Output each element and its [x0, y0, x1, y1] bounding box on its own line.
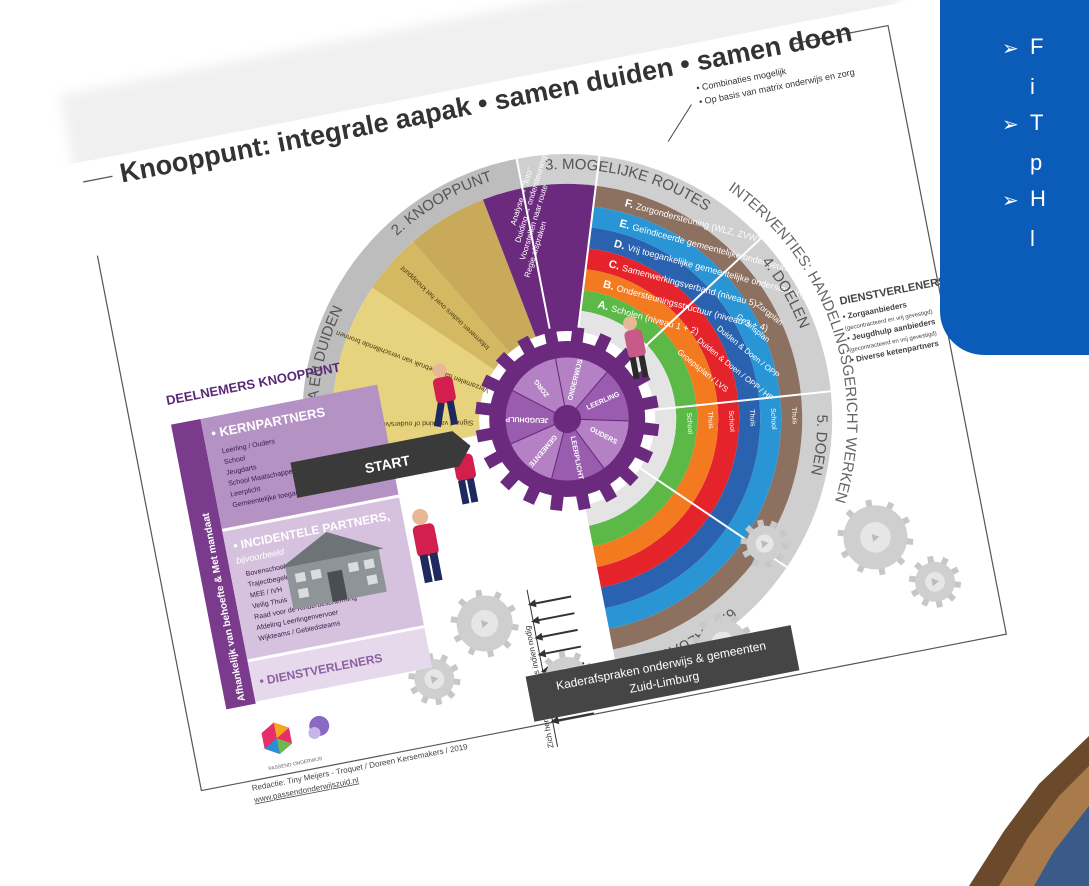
evaluation-arrow	[556, 712, 595, 722]
route-ring-d	[588, 227, 761, 609]
poster: Knooppunt: integrale aapak • samen duide…	[40, 0, 1054, 838]
route-ring-c	[585, 248, 740, 588]
school-building-icon	[280, 532, 387, 610]
gear-icon	[740, 519, 789, 568]
student-figure-icon	[412, 508, 443, 584]
route-letter: B.	[602, 278, 619, 293]
data-item-0: Signaal van kind of ouders/voorziene par…	[330, 419, 473, 428]
data-sector-top	[413, 199, 536, 353]
doen-item-0: Thuis	[790, 407, 798, 425]
blue-line-6: l	[1030, 226, 1035, 251]
route-letter: C.	[607, 258, 624, 273]
segment-divider-2	[576, 155, 601, 332]
knooppunt-sector	[482, 184, 596, 337]
doen-item-5: School	[685, 412, 693, 434]
gear-tooth	[543, 327, 559, 346]
evaluation-arrow	[543, 645, 582, 655]
kern-item-1: School	[224, 455, 247, 466]
gear-icon	[837, 499, 914, 576]
poster-frame	[96, 24, 1008, 792]
route-letter: D.	[613, 238, 630, 253]
gear-hub	[553, 404, 582, 433]
blue-line-5: H	[1030, 186, 1046, 211]
gear-tooth	[475, 427, 494, 443]
process-wheel: F. Zorgondersteuning (WLZ, ZVW)E. Geïndi…	[280, 127, 962, 749]
blue-line-3: T	[1030, 110, 1044, 135]
evaluation-arrow	[540, 628, 578, 639]
arrow-right-icon: ➢	[1002, 112, 1019, 136]
segment-divider-3	[630, 237, 762, 360]
blue-line-4: p	[1030, 150, 1043, 175]
route-ring-a	[580, 289, 698, 547]
corner-photo-fragment	[969, 736, 1089, 886]
route-ring-e	[590, 206, 782, 630]
gear-tooth	[550, 493, 564, 512]
doen-item-1: School	[769, 408, 777, 430]
arrow-right-icon: ➢	[1002, 36, 1019, 60]
start-banner	[290, 431, 471, 498]
guide-figure-icon	[623, 316, 649, 380]
doen-item-2: Thuis	[748, 409, 756, 427]
gear-tooth	[475, 401, 493, 416]
gear-tooth	[641, 422, 660, 437]
gear-slice-6	[511, 357, 568, 420]
blue-line-1: F	[1030, 34, 1044, 59]
blue-line-2: i	[1030, 74, 1035, 99]
segment-divider-4	[654, 390, 831, 411]
gear-tooth	[575, 492, 591, 511]
evaluation-arrow	[536, 612, 575, 622]
gear-icon	[450, 589, 519, 658]
gear-tooth	[640, 395, 659, 411]
deelnemers-side-bar	[171, 418, 256, 710]
route-letter: E.	[618, 218, 634, 233]
passend-onderwijs-logo	[261, 715, 330, 754]
routes-note-pointer	[667, 104, 692, 142]
dienstverleners-panel-box	[247, 628, 433, 702]
gear-icon	[908, 555, 962, 608]
route-ring-b	[583, 269, 719, 568]
blue-callout-box	[940, 0, 1089, 355]
poster-frame-top-left	[82, 175, 113, 183]
footer-banner	[525, 625, 800, 722]
route-letter: F.	[623, 197, 637, 212]
kernpartners-box	[200, 384, 399, 529]
gear-label-5: JEUGDHULP	[505, 415, 549, 423]
central-gear: ONDERWIJSLEERLINGOUDERSLEERPLICHTGEMEENT…	[475, 326, 660, 512]
gear-tooth	[570, 326, 585, 345]
segment-divider-1	[515, 158, 552, 333]
data-sector-mid	[372, 241, 510, 370]
inner-ring	[577, 310, 677, 526]
segment-divider-6	[583, 505, 619, 680]
evaluation-arrow	[533, 595, 572, 605]
loop-line	[526, 589, 559, 747]
arrow-right-icon: ➢	[1002, 188, 1019, 212]
route-letter: A.	[596, 299, 613, 314]
poster-canvas: Knooppunt: integrale aapak • samen duide…	[40, 0, 1054, 838]
climber-figure-icon	[432, 363, 459, 428]
doen-item-3: School	[727, 410, 735, 432]
doen-item-4: Thuis	[706, 411, 714, 429]
